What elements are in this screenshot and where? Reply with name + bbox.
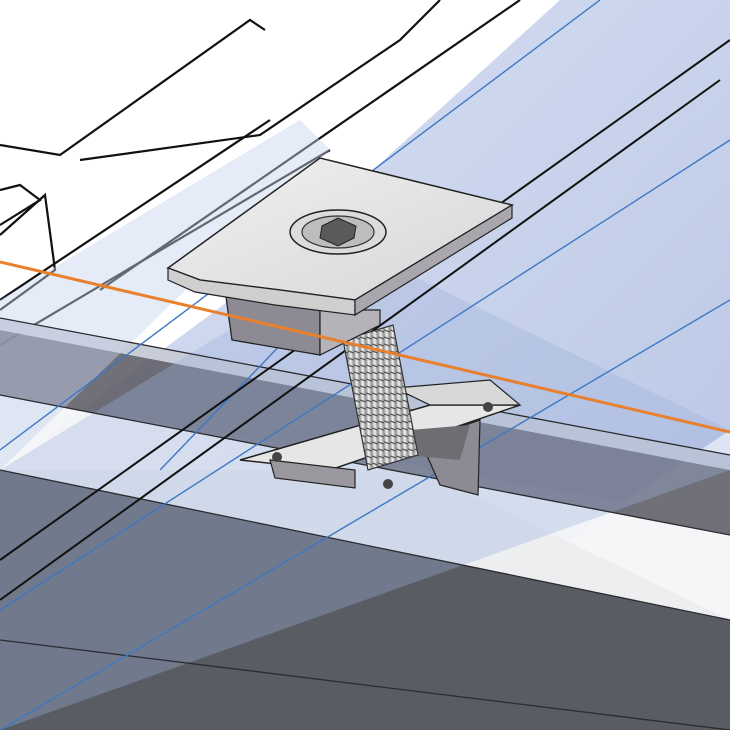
orange-section-line: [0, 260, 730, 434]
mounting-rail-top-face: [0, 395, 730, 620]
solar-panel-bottom-overlay: [0, 250, 730, 730]
solar-panel-left-overlay: [0, 120, 330, 470]
threaded-bolt: [342, 324, 419, 471]
hex-socket-icon: [289, 209, 387, 255]
panel-frame-outline: [0, 0, 521, 346]
